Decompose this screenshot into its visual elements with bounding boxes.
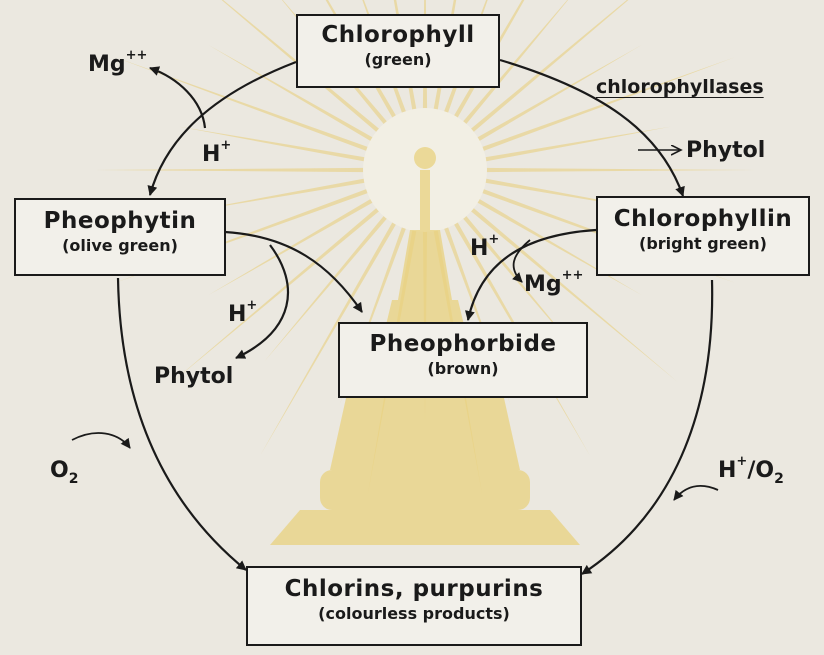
mg-ion-label-center: Mg++ (524, 272, 583, 297)
proton-label-lower-charge: + (246, 298, 257, 313)
chlorophyllin-title: Chlorophyllin (598, 206, 808, 232)
arrow-pheophytin-to-chlorins (118, 278, 246, 570)
pheophorbide-title: Pheophorbide (340, 331, 586, 357)
phytol-label-lower: Phytol (154, 364, 233, 389)
proton-label-left-text: H (202, 142, 220, 167)
pheophytin-box: Pheophytin (olive green) (14, 198, 226, 276)
chlorophyll-subtitle: (green) (298, 51, 498, 69)
proton-label-lower-text: H (228, 302, 246, 327)
mg-ion-label-left-text: Mg (88, 52, 126, 77)
mg-ion-label-left-charge: ++ (126, 48, 148, 63)
chlorophyllin-box: Chlorophyllin (bright green) (596, 196, 810, 276)
oxygen-label-left: O2 (50, 458, 78, 483)
proton-oxygen-label-subscript: 2 (774, 471, 784, 487)
chlorophyll-title: Chlorophyll (298, 22, 498, 48)
oxygen-label-left-text: O (50, 458, 69, 483)
proton-oxygen-label-charge: + (736, 454, 747, 469)
proton-oxygen-label-h: H (718, 458, 736, 483)
oxygen-label-left-subscript: 2 (69, 471, 79, 487)
arrow-o2-input (72, 433, 130, 448)
pheophorbide-box: Pheophorbide (brown) (338, 322, 588, 398)
mg-ion-label-center-text: Mg (524, 272, 562, 297)
chlorins-title: Chlorins, purpurins (248, 576, 580, 602)
pheophytin-subtitle: (olive green) (16, 237, 224, 255)
proton-label-center-charge: + (488, 232, 499, 247)
proton-label-center: H+ (470, 236, 499, 261)
phytol-label-right: Phytol (686, 138, 765, 163)
proton-label-left: H+ (202, 142, 231, 167)
proton-label-left-charge: + (220, 138, 231, 153)
pheophorbide-subtitle: (brown) (340, 360, 586, 378)
chlorins-box: Chlorins, purpurins (colourless products… (246, 566, 582, 646)
proton-label-lower: H+ (228, 302, 257, 327)
mg-ion-label-left: Mg++ (88, 52, 147, 77)
arrow-h-o2-input (674, 486, 718, 500)
enzyme-label: chlorophyllases (596, 76, 764, 98)
arrow-chlorophyllin-to-chlorins (582, 280, 712, 574)
proton-oxygen-label-right: H+/O2 (718, 458, 784, 483)
arrow-chlorophyll-to-pheophytin (150, 62, 296, 195)
pheophytin-title: Pheophytin (16, 208, 224, 234)
chlorophyll-box: Chlorophyll (green) (296, 14, 500, 88)
chlorins-subtitle: (colourless products) (248, 605, 580, 623)
proton-oxygen-label-o: /O (747, 458, 774, 483)
proton-label-center-text: H (470, 236, 488, 261)
chlorophyllin-subtitle: (bright green) (598, 235, 808, 253)
mg-ion-label-center-charge: ++ (562, 268, 584, 283)
